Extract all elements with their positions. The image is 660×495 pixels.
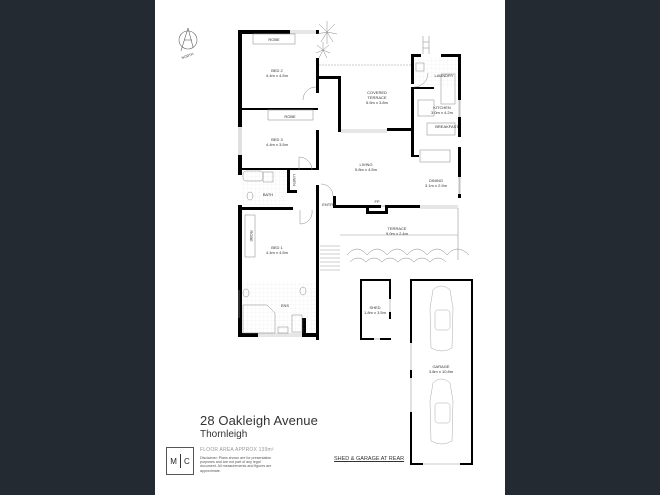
tile-pattern bbox=[242, 57, 458, 333]
kitchen-label: KITCHEN bbox=[433, 105, 451, 110]
walls bbox=[238, 30, 473, 465]
bed3-size: 4.4m x 3.5m bbox=[266, 142, 289, 147]
dining-label: DINING bbox=[429, 178, 443, 183]
garage-size: 3.8m x 10.8m bbox=[429, 369, 454, 374]
kitchen-size: 3.0m x 4.2m bbox=[431, 110, 454, 115]
bed2-size: 4.4m x 4.5m bbox=[266, 73, 289, 78]
logo-letter-m: M bbox=[170, 456, 177, 466]
floor-plan-drawing: NORTH bbox=[178, 21, 473, 465]
property-suburb: Thornleigh bbox=[200, 429, 248, 440]
compass-label: NORTH bbox=[181, 52, 194, 60]
covered-terrace-label-2: TERRACE bbox=[367, 95, 386, 100]
garage-label: GARAGE bbox=[432, 364, 449, 369]
logo-divider bbox=[179, 454, 181, 468]
living-label: LIVING bbox=[359, 162, 372, 167]
property-address: 28 Oakleigh Avenue bbox=[200, 413, 318, 428]
fp-label: FP bbox=[374, 199, 379, 204]
bed2-robe-label: ROBE bbox=[268, 37, 280, 42]
agency-logo: M C bbox=[166, 447, 194, 475]
bath-label: BATH bbox=[263, 192, 273, 197]
living-size: 5.8m x 4.5m bbox=[355, 167, 378, 172]
terrace-size: 9.0m x 2.4m bbox=[386, 231, 409, 236]
bed3-label: BED 3 bbox=[271, 137, 283, 142]
logo-letter-c: C bbox=[183, 456, 190, 466]
shed-label: SHED bbox=[369, 305, 380, 310]
disclaimer-text: Disclaimer: Plans shown are for presenta… bbox=[200, 456, 272, 473]
room-labels: ROBE BED 2 4.4m x 4.5m ROBE BED 3 4.4m x… bbox=[249, 37, 459, 374]
bed1-size: 4.4m x 4.5m bbox=[266, 250, 289, 255]
plant-icon bbox=[315, 21, 470, 263]
laundry-label: LAUNDRY bbox=[434, 73, 453, 78]
dining-size: 3.1m x 2.9m bbox=[425, 183, 448, 188]
shed-size: 1.8m x 3.5m bbox=[364, 310, 387, 315]
breakfast-label: BREAKFAST bbox=[435, 124, 459, 129]
ens-label: ENS bbox=[281, 303, 290, 308]
bed2-label: BED 2 bbox=[271, 68, 283, 73]
bed3-robe-label: ROBE bbox=[284, 114, 296, 119]
covered-terrace-label: COVERED bbox=[367, 90, 387, 95]
floor-area: FLOOR AREA APPROX 139m² bbox=[200, 447, 274, 453]
entry-label: ENTRY bbox=[322, 202, 336, 207]
floor-plan-page: NORTH bbox=[155, 0, 505, 495]
car-icon bbox=[429, 285, 454, 445]
linen-label: LINEN bbox=[292, 174, 297, 186]
north-compass-icon bbox=[178, 27, 198, 52]
bed1-robe-label: ROBE bbox=[249, 230, 254, 242]
covered-terrace-size: 5.5m x 3.8m bbox=[366, 100, 389, 105]
bed1-label: BED 1 bbox=[271, 245, 283, 250]
shed-garage-note: SHED & GARAGE AT REAR bbox=[334, 456, 405, 462]
door-swings bbox=[298, 72, 429, 225]
terrace-label: TERRACE bbox=[387, 226, 406, 231]
thin-lines bbox=[238, 30, 461, 465]
fixtures bbox=[242, 62, 425, 334]
